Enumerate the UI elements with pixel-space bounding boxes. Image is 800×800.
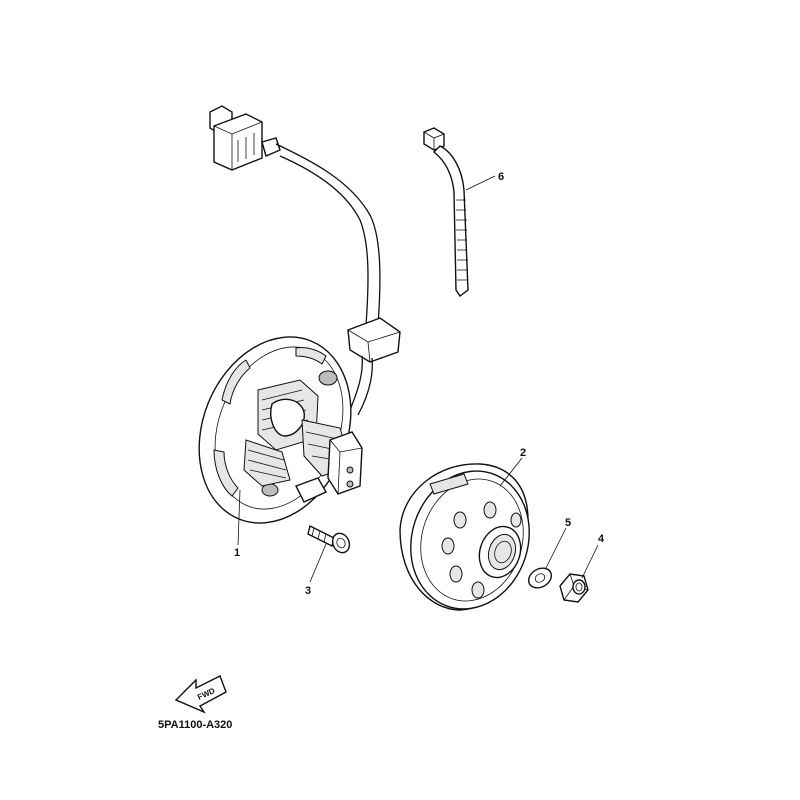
callout-1: 1 bbox=[234, 547, 240, 559]
callout-2: 2 bbox=[520, 447, 526, 459]
connector bbox=[209, 105, 281, 171]
cable-tie bbox=[423, 127, 469, 298]
grommet bbox=[347, 317, 401, 363]
callout-4: 4 bbox=[598, 533, 605, 545]
callout-6: 6 bbox=[498, 171, 504, 183]
stator-assembly bbox=[198, 336, 363, 524]
leader-lines bbox=[237, 175, 599, 583]
wire-harness bbox=[209, 105, 401, 416]
pickup-coil bbox=[295, 431, 363, 503]
rotor-assembly bbox=[399, 463, 530, 611]
callout-3: 3 bbox=[305, 585, 311, 597]
washer bbox=[527, 567, 553, 589]
bolt bbox=[307, 524, 351, 554]
nut bbox=[559, 573, 589, 603]
callout-5: 5 bbox=[565, 517, 571, 529]
fwd-arrow-icon: FWD bbox=[174, 675, 227, 714]
diagram-code: 5PA1100-A320 bbox=[158, 719, 232, 731]
